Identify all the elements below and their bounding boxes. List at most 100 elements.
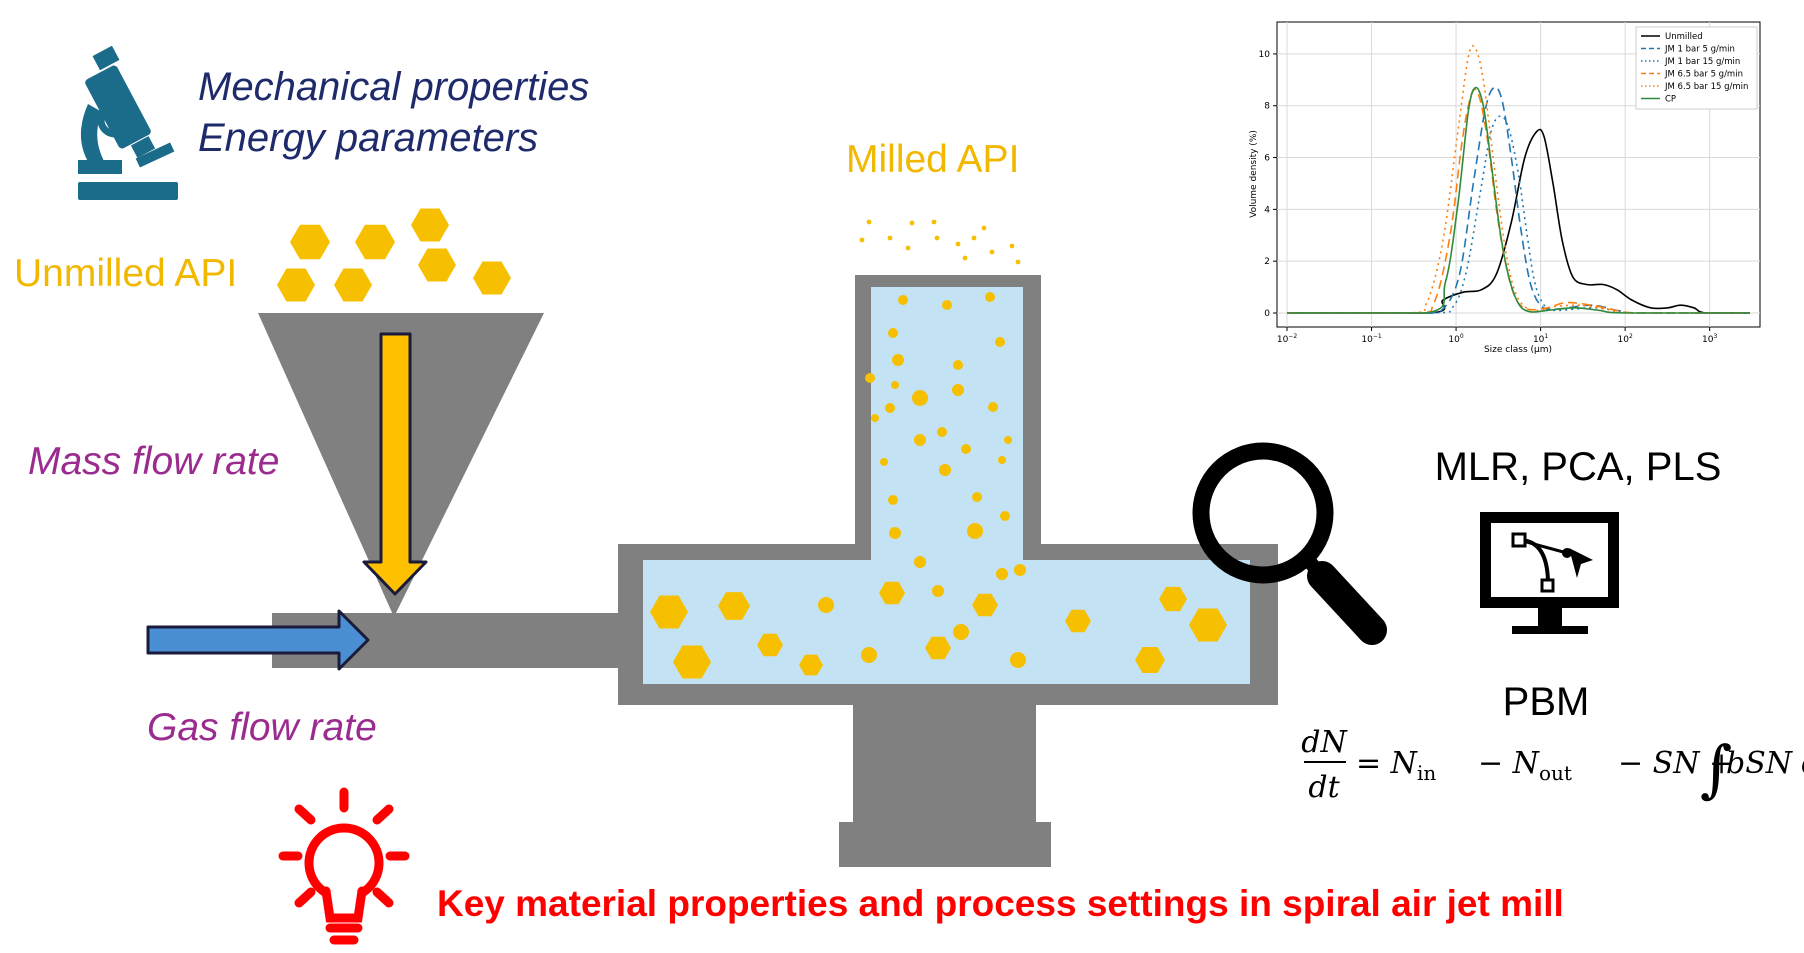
milled-spray-dot [1015, 259, 1021, 265]
particle-dot [885, 403, 895, 413]
milled-spray-dot [981, 225, 987, 231]
particle-hexagon [799, 654, 823, 676]
mass-flow-arrow [362, 332, 428, 596]
crystal-hexagon [355, 224, 395, 260]
particle-dot [932, 585, 944, 597]
chart-series [1287, 45, 1750, 314]
mill-chamber-interior [643, 287, 1250, 684]
stats-methods-label: MLR, PCA, PLS [1435, 445, 1722, 489]
chart-ytick-label: 8 [1264, 102, 1270, 112]
particle-dot [880, 458, 888, 466]
chart-legend-label: JM 1 bar 5 g/min [1664, 45, 1735, 55]
particle-dot [914, 556, 926, 568]
milled-spray-dot [931, 219, 937, 225]
milled-spray-dot [909, 220, 915, 226]
particle-dot [996, 568, 1008, 580]
particle-dot [1004, 436, 1012, 444]
particle-dot [952, 384, 964, 396]
unmilled-api-label: Unmilled API [14, 252, 237, 295]
particle-dot [891, 381, 899, 389]
particle-dot [967, 523, 983, 539]
unmilled-crystals [277, 208, 511, 302]
particle-dot [942, 300, 952, 310]
footer-caption: Key material properties and process sett… [437, 883, 1564, 924]
chart-xtick-label: 10−1 [1361, 333, 1381, 345]
chart-ytick-label: 0 [1264, 309, 1270, 319]
computer-curve-icon [1480, 512, 1619, 634]
chart-series-line [1287, 128, 1750, 314]
particle-dot [1000, 511, 1010, 521]
particle-dot [861, 647, 877, 663]
chart-xlabel: Size class (µm) [1484, 345, 1552, 355]
chart-xtick-label: 101 [1533, 333, 1548, 345]
particle-dot [818, 597, 834, 613]
equation-term-bsn: bSN dε [1726, 746, 1804, 781]
particle-dot [972, 492, 982, 502]
crystal-hexagon [277, 268, 315, 302]
chart-legend-label: JM 6.5 bar 15 g/min [1664, 82, 1748, 92]
milled-spray-dot [866, 219, 872, 225]
pbm-equation: dN dt = Nin − Nout − SN + ∫ bSN dε [1301, 725, 1804, 805]
particle-hexagon [879, 581, 905, 605]
milled-spray-dot [962, 255, 968, 261]
crystal-hexagon [334, 268, 372, 302]
milled-spray-dot [859, 237, 865, 243]
chart-ytick-label: 10 [1259, 50, 1271, 60]
crystal-hexagon [411, 208, 449, 242]
milled-spray-dot [887, 235, 893, 241]
particle-dot [953, 624, 969, 640]
mill-base [839, 822, 1051, 867]
lightbulb-icon [278, 787, 410, 945]
particle-dot [1014, 564, 1026, 576]
particle-dot [898, 295, 908, 305]
crystal-hexagon [473, 261, 511, 295]
gas-flow-arrow [146, 609, 370, 671]
particle-hexagon [650, 595, 688, 629]
particle-dot [995, 337, 1005, 347]
pbm-label: PBM [1503, 680, 1590, 724]
chart-legend-label: JM 6.5 bar 5 g/min [1664, 70, 1743, 80]
chart-ytick-label: 6 [1264, 154, 1270, 164]
milled-api-label: Milled API [846, 138, 1019, 181]
particle-dot [998, 456, 1006, 464]
particle-hexagon [972, 593, 998, 617]
magnifier-icon [1192, 442, 1387, 645]
particle-dot [961, 444, 971, 454]
particle-dot [953, 360, 963, 370]
particle-dot [985, 292, 995, 302]
equation-numerator: dN [1301, 725, 1348, 760]
milled-spray-dot [989, 249, 995, 255]
equation-denominator: dt [1308, 770, 1340, 805]
particle-dot [892, 354, 904, 366]
particle-dot [1010, 652, 1026, 668]
chart-series-line [1287, 45, 1750, 314]
chart-ytick-label: 2 [1264, 257, 1270, 267]
milled-spray-dot [955, 241, 961, 247]
mechanical-properties-label: Mechanical properties [198, 65, 589, 109]
energy-parameters-label: Energy parameters [198, 116, 538, 160]
equation-term-n-out: − Nout [1478, 746, 1572, 785]
chart-xtick-label: 103 [1702, 333, 1717, 345]
chart-ylabel: Volume density (%) [1249, 130, 1259, 218]
particle-dot [889, 527, 901, 539]
equation-term-sn: − SN + [1618, 746, 1734, 781]
milled-spray-dot [971, 235, 977, 241]
particle-hexagon [925, 636, 951, 660]
crystal-hexagon [418, 248, 456, 282]
crystal-hexagon [290, 224, 330, 260]
particle-hexagon [1189, 608, 1227, 642]
chart-legend-label: Unmilled [1665, 32, 1703, 42]
chart-xtick-label: 102 [1617, 333, 1632, 345]
milled-spray-dot [905, 245, 911, 251]
particle-hexagon [718, 592, 750, 620]
chart-legend-label: CP [1665, 95, 1676, 105]
equation-term-n-in: = Nin [1356, 746, 1436, 785]
particle-hexagon [1159, 586, 1187, 612]
particle-hexagon [1065, 609, 1091, 633]
chart-xtick-label: 100 [1448, 333, 1463, 345]
particle-dot [871, 414, 879, 422]
particle-dot [939, 464, 951, 476]
